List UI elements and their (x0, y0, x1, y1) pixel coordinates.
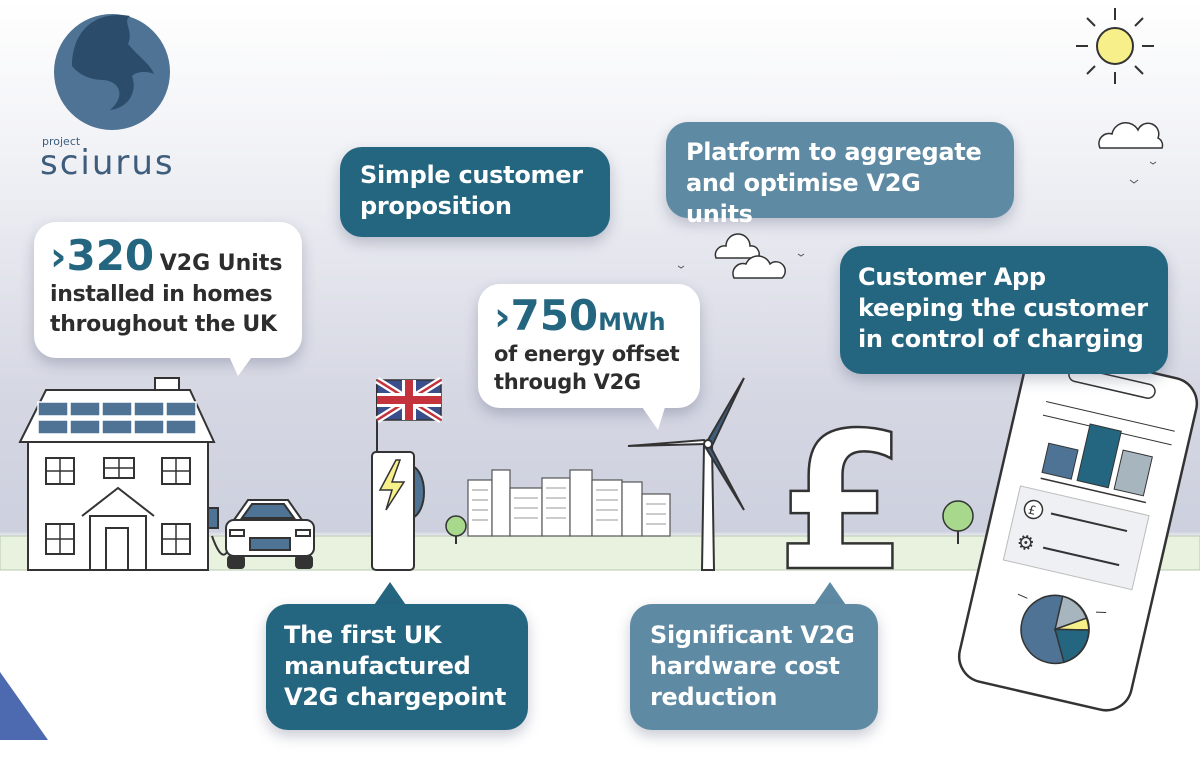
callout-customer-proposition: Simple customer proposition (340, 147, 610, 237)
currency-icon: £ (1027, 502, 1038, 517)
phone-bar-chart (1040, 401, 1175, 504)
sun-icon (1076, 8, 1154, 84)
callout-customer-app: Customer App keeping the customer in con… (840, 246, 1168, 374)
cost-line: Significant V2G (650, 621, 855, 649)
units-number: 320 (66, 231, 155, 280)
wind-turbine-icon (627, 377, 745, 571)
tree-icon (942, 500, 974, 544)
chargepoint-line: The first UK (284, 621, 442, 649)
callout-pointer (228, 354, 254, 376)
callout-platform: Platform to aggregate and optimise V2G u… (666, 122, 1014, 228)
tree-icon (445, 515, 467, 544)
chargepoint-line: manufactured (284, 652, 471, 680)
units-line: throughout the UK (50, 312, 277, 337)
units-headline: ›320 V2G Units (50, 231, 286, 281)
app-line: keeping the customer (858, 294, 1148, 322)
callout-cost-reduction: Significant V2G hardware cost reduction (630, 604, 878, 730)
callout-pointer (812, 582, 848, 608)
settings-gear-icon: ⚙ (1014, 529, 1037, 556)
units-unit: V2G Units (159, 251, 283, 276)
corner-accent (0, 672, 48, 740)
brand-prefix: project (42, 135, 81, 148)
callout-pointer (640, 404, 666, 430)
proposition-line: proposition (360, 192, 512, 220)
energy-line: of energy offset (494, 342, 680, 366)
brand-name: sciurus (40, 143, 175, 183)
pound-symbol: £ (776, 392, 908, 613)
cost-line: reduction (650, 683, 778, 711)
energy-line: through V2G (494, 370, 641, 394)
app-line: in control of charging (858, 325, 1144, 353)
smartphone-icon: £ ⚙ (957, 348, 1199, 712)
chargepoint-icon (371, 451, 425, 571)
city-skyline (467, 469, 671, 537)
callout-energy-offset: ›750MWh of energy offset through V2G (478, 284, 700, 408)
callout-chargepoint: The first UK manufactured V2G chargepoin… (266, 604, 528, 730)
energy-number: 750 (510, 291, 599, 340)
phone-pie-chart (1017, 593, 1107, 665)
sciurus-logo (54, 14, 170, 130)
app-line: Customer App (858, 263, 1046, 291)
callout-pointer (372, 582, 408, 608)
platform-line: and optimise V2G units (686, 169, 921, 228)
units-line: installed in homes (50, 282, 273, 307)
cloud-icon (714, 233, 786, 279)
energy-headline: ›750MWh (494, 291, 684, 341)
birds-icon (677, 161, 1157, 269)
chevron-right-icon: › (50, 234, 67, 280)
cost-line: hardware cost (650, 652, 840, 680)
uk-flag-icon (375, 377, 443, 454)
car-icon (211, 499, 315, 569)
cloud-icon (1098, 122, 1164, 149)
platform-line: Platform to aggregate (686, 138, 982, 166)
chargepoint-line: V2G chargepoint (284, 683, 507, 711)
chevron-right-icon: › (494, 294, 511, 340)
energy-unit: MWh (598, 308, 666, 336)
proposition-line: Simple customer (360, 161, 583, 189)
brand-wordmark: project sciurus (40, 135, 175, 180)
callout-v2g-units: ›320 V2G Units installed in homes throug… (34, 222, 302, 358)
house-icon (18, 377, 219, 571)
